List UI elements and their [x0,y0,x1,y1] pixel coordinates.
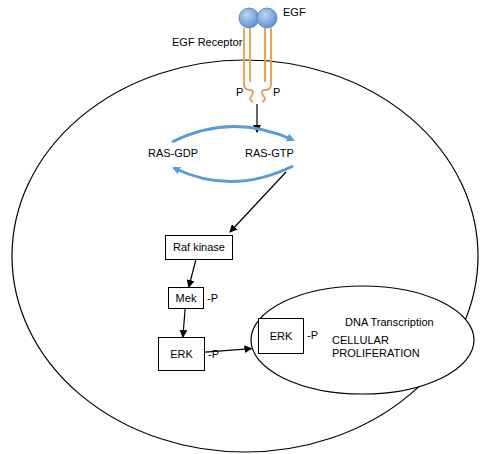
node-text: CELLULAR PROLIFERATION [332,334,452,360]
box-text: Raf kinase [173,241,225,254]
cell-membrane [12,60,478,452]
nucleus: DNA TranscriptionCELLULAR PROLIFERATION E… [250,285,475,395]
ligand-label: EGF [283,6,306,19]
node-text: DNA Transcription [345,316,434,329]
ras-cycle-arrow [174,166,293,182]
ras-cycle-arrow [172,126,293,142]
egf-receptor [244,28,271,102]
egf-ligand [239,8,259,28]
receptor-label: EGF Receptor [172,36,242,49]
protein-label: RAS-GTP [245,147,294,160]
box-text: ERK [170,348,193,361]
box-text: Mek [176,292,197,305]
kinase-box: Raf kinase [165,235,233,260]
egf-ligand [257,8,277,28]
activation-arrow [230,172,286,232]
node-text: -P [307,329,318,342]
node-text: -P [208,348,219,361]
phosphate-label: P [236,86,243,99]
nucleus-outline [251,286,474,394]
signal-arrow [205,349,251,353]
protein-label: RAS-GDP [148,147,198,160]
signal-arrow [189,260,196,287]
phosphate-label: P [273,86,280,99]
kinase-box: ERK-P [258,318,304,354]
kinase-box: ERK-P [158,337,205,371]
node-text: -P [207,292,218,305]
signal-arrow [183,309,185,337]
box-text: ERK [270,330,293,343]
kinase-box: Mek-P [168,287,204,309]
